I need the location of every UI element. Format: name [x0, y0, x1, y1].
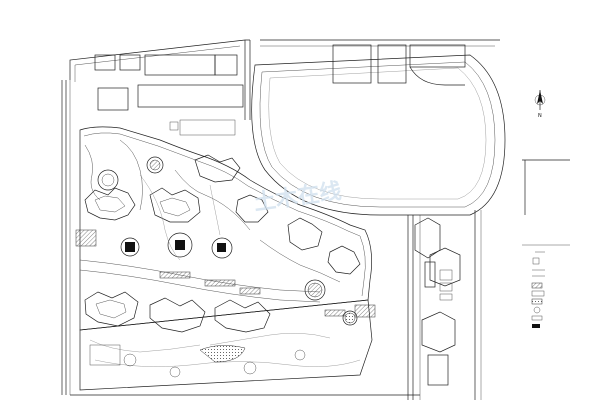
road-network: [61, 39, 500, 400]
north-arrow-label: N: [538, 113, 542, 119]
legend: [531, 251, 545, 328]
north-arrow-icon: N: [534, 90, 546, 119]
compound-boundary: [79, 126, 372, 331]
circular-plazas: [97, 156, 358, 326]
north-buildings: [94, 54, 244, 136]
scale-bar: [522, 159, 570, 246]
east-buildings: [414, 217, 461, 386]
walkways: [75, 174, 376, 318]
sports-field: [251, 44, 506, 216]
watermark-text: 土木在线: [252, 178, 343, 216]
villa-clusters: [84, 154, 361, 333]
garden-paths: [84, 139, 361, 367]
south-landscape: [79, 299, 373, 391]
